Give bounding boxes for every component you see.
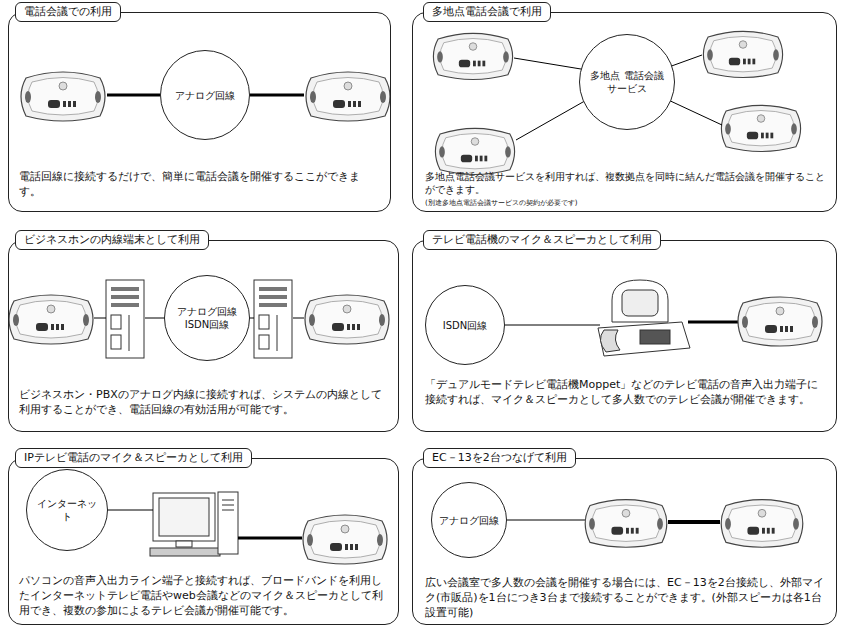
panel-heading: テレビ電話機のマイク＆スピーカとして利用 — [423, 230, 661, 250]
panel-heading: IPテレビ電話のマイク＆スピーカとして利用 — [15, 448, 252, 468]
line-label: アナログ回線 ISDN回線 — [171, 305, 243, 331]
panel-heading: EC－13を2台つなげて利用 — [423, 448, 576, 468]
line-circle: アナログ回線 ISDN回線 — [164, 275, 250, 361]
line-circle: インターネット — [26, 469, 108, 551]
usage-panel: 多地点電話会議で利用多地点電話会議サービスを利用すれば、複数拠点を同時に結んだ電… — [412, 12, 837, 212]
panel-description: パソコンの音声入出力ライン端子と接続すれば、ブロードバンドを利用したインターネッ… — [19, 573, 391, 618]
panel-heading: 電話会議での利用 — [15, 2, 121, 22]
panel-description: 「デュアルモードテレビ電話機Moppet」などのテレビ電話の音声入出力端子に接続… — [425, 377, 827, 407]
panel-description: ビジネスホン・PBXのアナログ内線に接続すれば、システムの内線として利用すること… — [19, 387, 391, 417]
line-label: アナログ回線 — [439, 514, 499, 527]
line-circle: アナログ回線 — [431, 482, 507, 558]
usage-panel: テレビ電話機のマイク＆スピーカとして利用「デュアルモードテレビ電話機Moppet… — [412, 240, 837, 432]
panel-description: 電話回線に接続するだけで、簡単に電話会議を開催するここができます。 — [19, 169, 381, 199]
usage-panel: 電話会議での利用電話回線に接続するだけで、簡単に電話会議を開催するここができます… — [8, 12, 391, 212]
panel-heading: 多地点電話会議で利用 — [423, 2, 551, 22]
panel-note: (別途多地点電話会議サービスの契約が必要です) — [425, 198, 825, 207]
line-label: インターネット — [33, 497, 101, 523]
line-circle: アナログ回線 — [160, 50, 250, 140]
line-label: ISDN回線 — [443, 319, 487, 332]
line-label: 多地点 電話会議サービス — [586, 69, 668, 95]
usage-panel: EC－13を2台つなげて利用広い会議室で多人数の会議を開催する場合には、EC－1… — [412, 458, 837, 625]
line-circle: ISDN回線 — [425, 285, 505, 365]
usage-panel: IPテレビ電話のマイク＆スピーカとして利用パソコンの音声入出力ライン端子と接続す… — [8, 458, 399, 625]
panel-heading: ビジネスホンの内線端末として利用 — [15, 230, 209, 250]
usage-panel: ビジネスホンの内線端末として利用ビジネスホン・PBXのアナログ内線に接続すれば、… — [8, 240, 399, 432]
panel-description: 広い会議室で多人数の会議を開催する場合には、EC－13を2台接続し、外部マイク(… — [425, 575, 829, 620]
panel-description: 多地点電話会議サービスを利用すれば、複数拠点を同時に結んだ電話会議を開催すること… — [425, 171, 825, 197]
line-label: アナログ回線 — [175, 89, 235, 102]
line-circle: 多地点 電話会議サービス — [579, 34, 675, 130]
